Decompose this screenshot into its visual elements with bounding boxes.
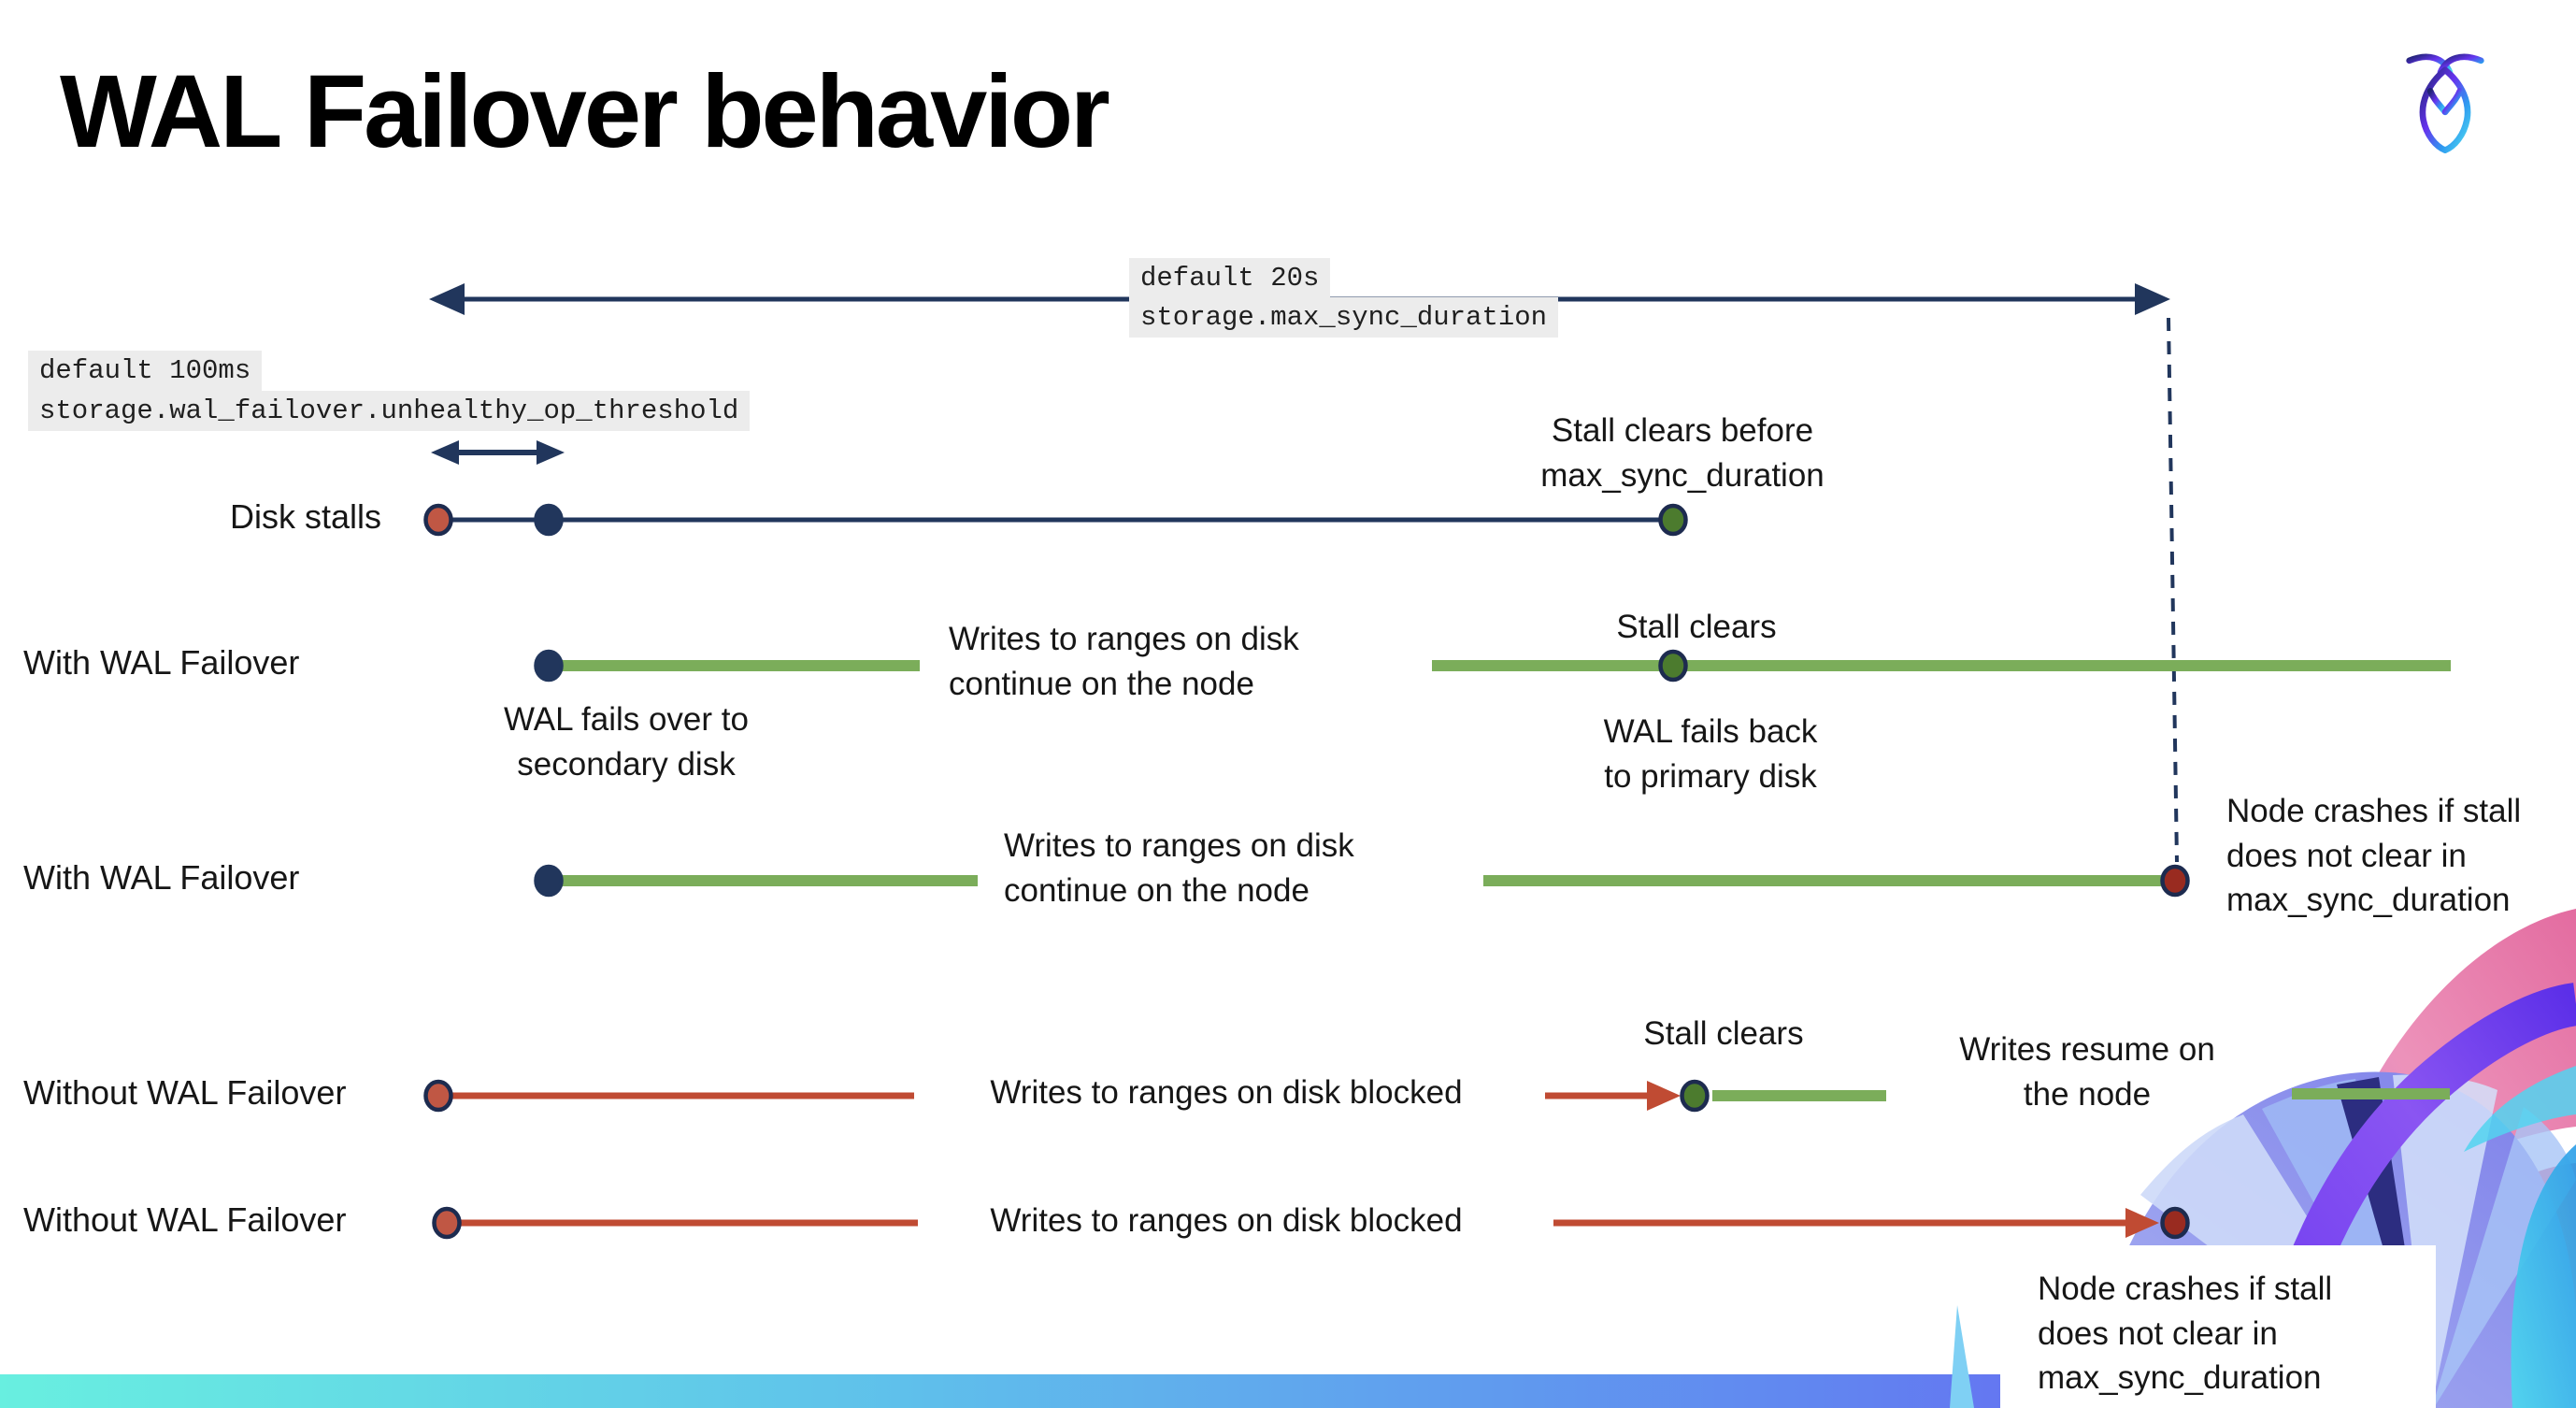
- node-crash-dot: [2160, 1206, 2190, 1240]
- row-label-with-wal-2: With WAL Failover: [23, 858, 300, 897]
- artwork-blue-triangle: [1950, 1305, 1974, 1408]
- max-sync-default-label: default 20s: [1129, 258, 1331, 298]
- max-sync-dashed-line: [2167, 317, 2179, 863]
- note-wal-fails-over: WAL fails over to secondary disk: [504, 701, 749, 783]
- note-wal-fails-back: WAL fails back to primary disk: [1603, 713, 1818, 795]
- row-label-without-wal-1: Without WAL Failover: [23, 1073, 347, 1112]
- node-crash-callout-box: [2000, 1245, 2436, 1408]
- row-label-disk-stalls: Disk stalls: [230, 497, 382, 536]
- note-stall-clears-2: Stall clears: [1643, 1015, 1804, 1052]
- note-writes-resume: Writes resume on the node: [1959, 1031, 2215, 1113]
- artwork-blade: [2431, 1107, 2576, 1408]
- stall-start-dot: [423, 503, 453, 537]
- failover-dot: [534, 864, 564, 898]
- max-sync-setting-name: storage.max_sync_duration: [1129, 297, 1559, 338]
- failover-dot: [534, 649, 564, 682]
- timeline-row-with-wal-1: [534, 649, 2451, 682]
- threshold-default-label: default 100ms: [28, 351, 263, 391]
- stall-clear-dot: [1658, 503, 1688, 537]
- note-writes-continue-1: Writes to ranges on disk continue on the…: [949, 621, 1299, 702]
- unhealthy-op-threshold-arrow: [431, 440, 565, 465]
- timeline-row-without-wal-1: [423, 1079, 2450, 1113]
- timeline-row-with-wal-2: [534, 864, 2190, 898]
- cockroachdb-logo-icon: [2406, 53, 2484, 154]
- note-writes-continue-2: Writes to ranges on disk continue on the…: [1004, 827, 1354, 909]
- stall-start-dot: [432, 1206, 462, 1240]
- threshold-setting-name: storage.wal_failover.unhealthy_op_thresh…: [28, 391, 751, 431]
- note-node-crashes-side: Node crashes if stall does not clear in …: [2226, 793, 2522, 919]
- artwork-blade: [2393, 1074, 2497, 1408]
- note-stall-clears-1: Stall clears: [1616, 609, 1777, 645]
- note-writes-blocked-2: Writes to ranges on disk blocked: [990, 1202, 1463, 1239]
- stall-start-dot: [423, 1079, 453, 1113]
- note-stall-clears-before: Stall clears before max_sync_duration: [1540, 412, 1825, 494]
- timeline-row-without-wal-2: [432, 1206, 2190, 1240]
- timeline-row-disk-stalls: [423, 503, 1688, 537]
- row-label-with-wal-1: With WAL Failover: [23, 643, 300, 682]
- note-node-crashes-box: Node crashes if stall does not clear in …: [2038, 1271, 2333, 1397]
- row-label-without-wal-2: Without WAL Failover: [23, 1200, 347, 1239]
- threshold-dot: [534, 503, 564, 537]
- stall-clear-dot: [1658, 649, 1688, 682]
- artwork-cyan-sliver: [2464, 1066, 2576, 1152]
- page-title: WAL Failover behavior: [60, 54, 1110, 169]
- stall-clear-dot: [1680, 1079, 1710, 1113]
- node-crash-dot: [2160, 864, 2190, 898]
- artwork-cyan-blade: [2511, 1144, 2576, 1408]
- note-writes-blocked-1: Writes to ranges on disk blocked: [990, 1074, 1463, 1111]
